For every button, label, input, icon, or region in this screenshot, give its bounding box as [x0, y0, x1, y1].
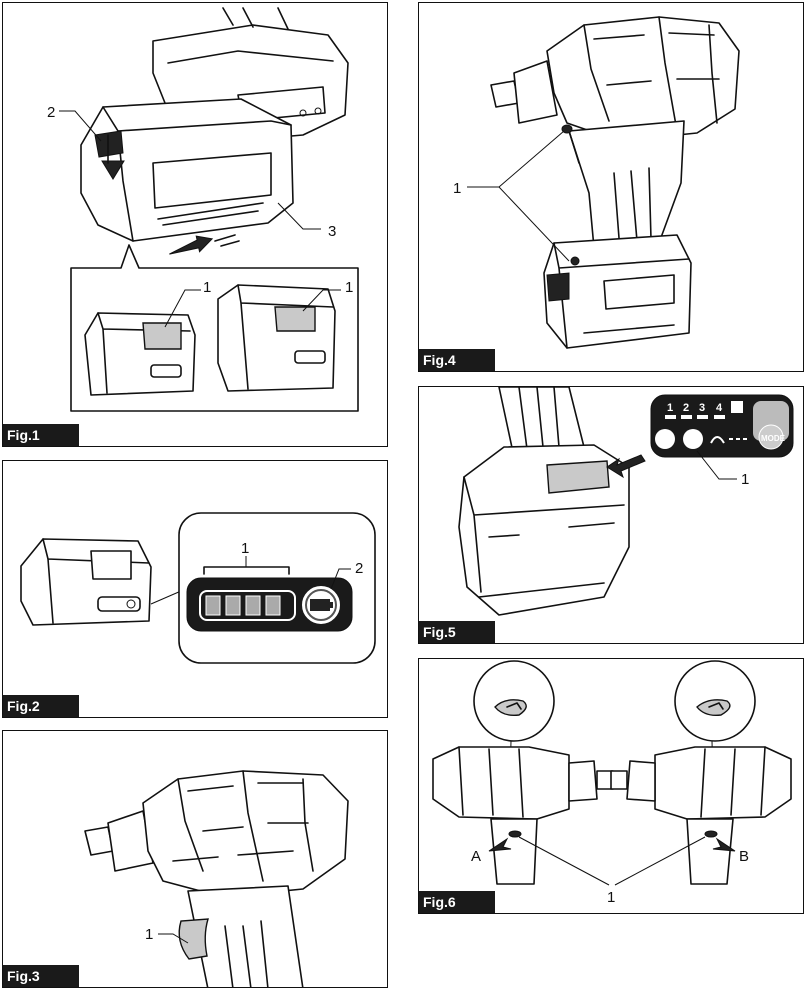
fig1-label-2: 2	[47, 104, 55, 121]
fig1-label-1b: 1	[345, 279, 353, 296]
figure-4-tag: Fig.4	[419, 349, 495, 371]
figure-3-illustration: 1	[84, 770, 349, 987]
fig5-key-1: 1	[667, 402, 673, 414]
fig5-label-1: 1	[741, 471, 749, 488]
fig4-label-1: 1	[453, 180, 461, 197]
figure-5-illustration: 1 2 3 4 MODE 1	[458, 387, 794, 616]
figure-2-panel: 1 2 Fig.2	[2, 460, 388, 718]
fig5-key-4: 4	[716, 402, 723, 414]
figure-6-panel: A B 1 Fig.6	[418, 658, 804, 914]
fig2-label-1: 1	[241, 540, 249, 557]
figure-4-panel: 1 Fig.4	[418, 2, 804, 372]
fig1-label-3: 3	[328, 223, 336, 240]
fig2-label-2: 2	[355, 560, 363, 577]
fig5-mode-text: MODE	[761, 434, 786, 443]
figure-6-illustration: A B 1	[432, 660, 792, 906]
light-icon	[683, 429, 703, 449]
fig1-label-1a: 1	[203, 279, 211, 296]
figure-5-panel: 1 2 3 4 MODE 1 Fig.5	[418, 386, 804, 644]
fig6-label-1: 1	[607, 889, 615, 906]
fig5-key-2: 2	[683, 402, 689, 414]
figure-2-tag: Fig.2	[3, 695, 79, 717]
figure-3-tag: Fig.3	[3, 965, 79, 987]
fig5-key-3: 3	[699, 402, 705, 414]
figure-1-panel: 2 3 1 1 Fig.1	[2, 2, 388, 447]
figure-2-illustration: 1 2	[20, 512, 376, 664]
fig3-label-1: 1	[145, 926, 153, 943]
figure-3-panel: 1 Fig.3	[2, 730, 388, 988]
figure-1-tag: Fig.1	[3, 424, 79, 446]
figure-5-tag: Fig.5	[419, 621, 495, 643]
fig6-label-B: B	[739, 848, 749, 865]
fig6-label-A: A	[471, 848, 481, 865]
figure-6-tag: Fig.6	[419, 891, 495, 913]
tool-icon	[655, 429, 675, 449]
figure-1-illustration: 2 3 1 1	[47, 7, 359, 412]
figure-4-illustration: 1	[453, 16, 740, 349]
